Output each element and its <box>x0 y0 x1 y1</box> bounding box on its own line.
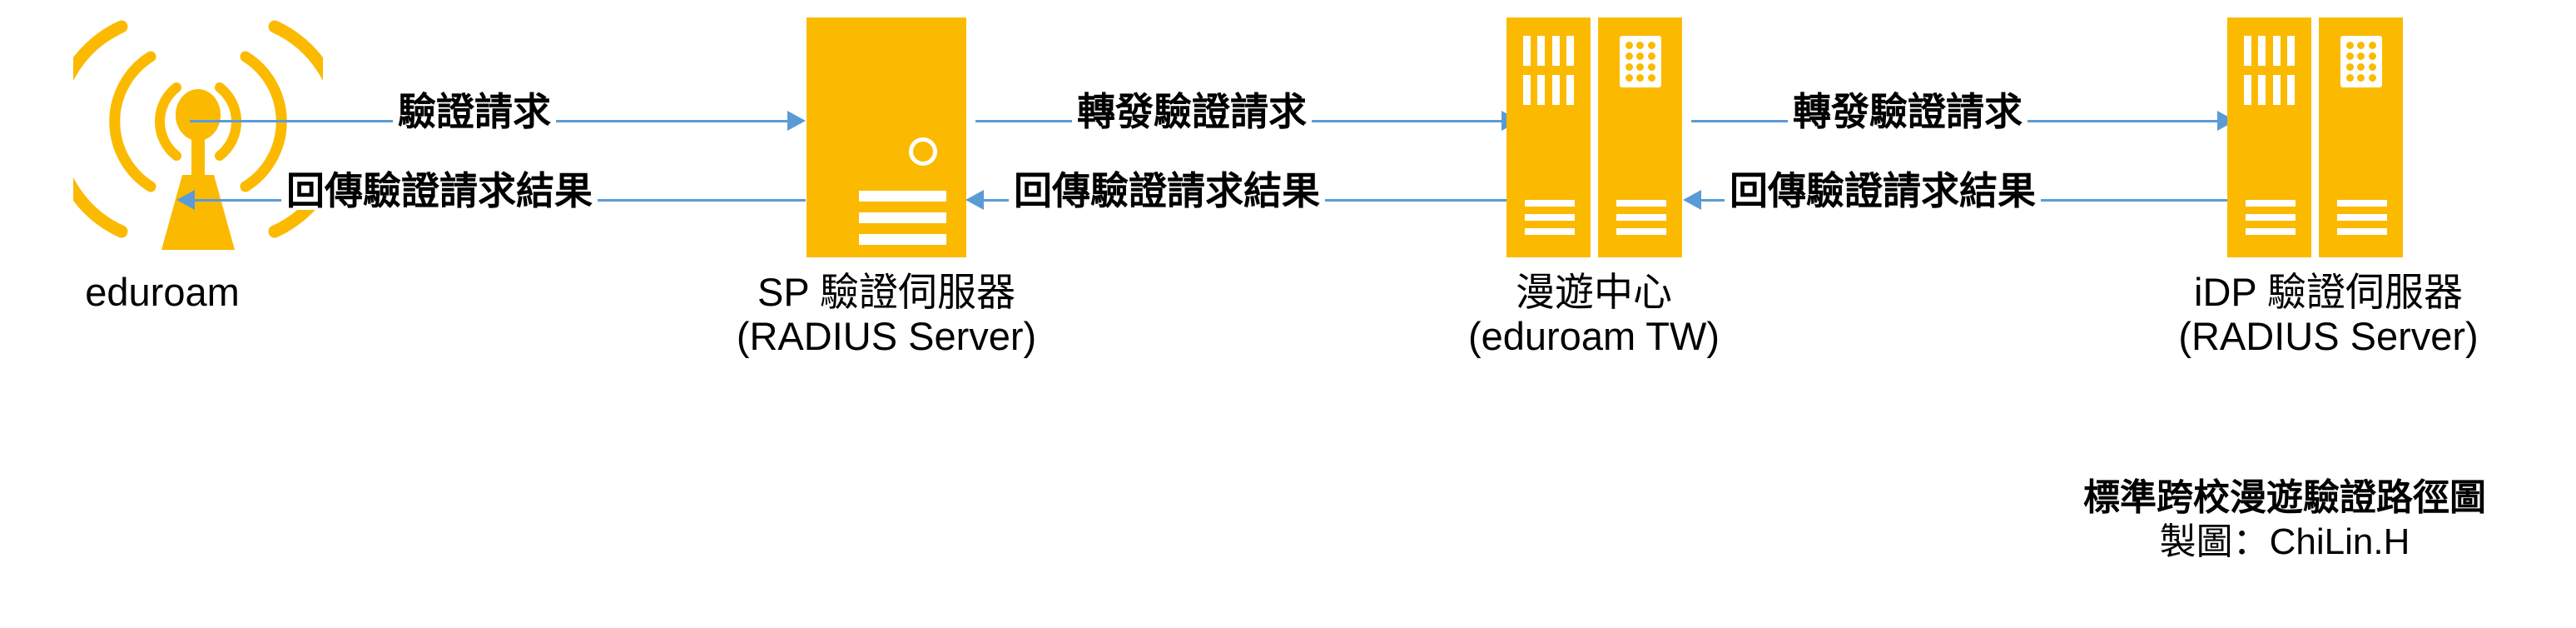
node-label-line: 漫遊中心 <box>1516 270 1672 314</box>
server-slot-bars-left-icon <box>2246 200 2296 242</box>
diagram-caption: 標準跨校漫遊驗證路徑圖 製圖：ChiLin.H <box>1993 476 2576 565</box>
node-label-line: (eduroam TW) <box>1467 313 1720 358</box>
flow-label-1-request: 驗證請求 <box>393 92 556 131</box>
node-label-eduroam: eduroam <box>0 270 325 315</box>
node-label-line: (RADIUS Server) <box>2178 313 2479 358</box>
power-indicator-icon <box>909 137 937 166</box>
arrow-head-right-icon <box>787 111 806 131</box>
server-vent-bars-icon <box>1523 36 1576 114</box>
server-slot-bars-right-icon <box>2337 200 2387 242</box>
node-label-line: iDP 驗證伺服器 <box>2194 270 2463 314</box>
arrow-head-left-icon <box>176 190 195 210</box>
server-bar <box>859 234 946 245</box>
node-label-line: (RADIUS Server) <box>736 313 1037 358</box>
flow-label-3-request: 轉發驗證請求 <box>1788 92 2028 131</box>
server-cluster-icon-idp <box>2227 17 2403 257</box>
server-cluster-icon-roaming-center <box>1506 17 1682 257</box>
server-slot-bars-right-icon <box>1616 200 1666 242</box>
server-vent-bars-icon <box>2244 36 2297 114</box>
node-label-roaming-center: 漫遊中心 (eduroam TW) <box>1382 270 1806 358</box>
node-label-sp-server: SP 驗證伺服器 (RADIUS Server) <box>645 270 1128 358</box>
node-label-line: eduroam <box>85 270 240 314</box>
arrow-head-left-icon <box>1683 190 1701 210</box>
server-dot-grid-icon <box>1620 36 1661 87</box>
server-dot-grid-icon <box>2340 36 2382 87</box>
server-rack-icon-sp <box>807 17 966 257</box>
wifi-antenna-icon <box>73 8 323 250</box>
flow-label-2-request: 轉發驗證請求 <box>1072 92 1312 131</box>
caption-credit: 製圖：ChiLin.H <box>2159 521 2410 562</box>
server-slot-bars-icon <box>859 191 946 256</box>
flow-label-2-response: 回傳驗證請求結果 <box>1009 172 1325 210</box>
server-slot-bars-left-icon <box>1525 200 1575 242</box>
arrow-head-left-icon <box>965 190 984 210</box>
server-bar <box>859 212 946 223</box>
node-label-line: SP 驗證伺服器 <box>757 270 1015 314</box>
server-bar <box>859 191 946 202</box>
node-label-idp-server: iDP 驗證伺服器 (RADIUS Server) <box>2081 270 2576 358</box>
flow-label-3-response: 回傳驗證請求結果 <box>1725 172 2041 210</box>
caption-title: 標準跨校漫遊驗證路徑圖 <box>2083 477 2486 518</box>
flow-label-1-response: 回傳驗證請求結果 <box>281 172 598 210</box>
